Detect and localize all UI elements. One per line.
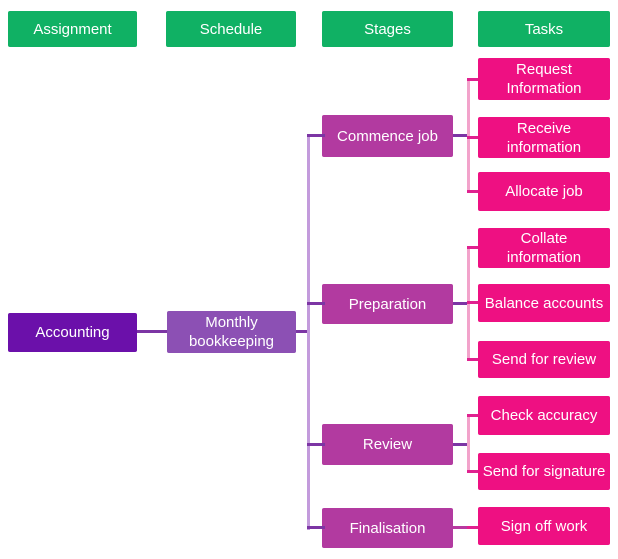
connector-stub-send-for-review [467,358,478,361]
node-task-check-accuracy: Check accuracy [478,396,610,435]
connector-review-tasks-trunk [467,414,470,473]
connector-stub-review [307,443,325,446]
connector-stub-receive-information [467,136,478,139]
connector-stub-finalisation [307,526,325,529]
column-header-stages: Stages [322,11,453,47]
connector-accounting-to-schedule [137,330,167,333]
node-stage-preparation: Preparation [322,284,453,324]
connector-stub-preparation [307,302,325,305]
connector-stub-allocate-job [467,190,478,193]
connector-stub-request-information [467,78,478,81]
column-header-tasks: Tasks [478,11,610,47]
node-stage-review: Review [322,424,453,465]
connector-stub-commence-job [307,134,325,137]
node-task-collate-information: Collate information [478,228,610,268]
node-task-receive-information: Receive information [478,117,610,158]
node-schedule-monthly-bookkeeping: Monthly bookkeeping [167,311,296,353]
connector-stub-check-accuracy [467,414,478,417]
connector-preparation-stub [453,302,468,305]
node-task-balance-accounts: Balance accounts [478,284,610,322]
node-assignment-accounting: Accounting [8,313,137,352]
node-task-allocate-job: Allocate job [478,172,610,211]
node-task-send-for-review: Send for review [478,341,610,378]
node-task-request-information: Request Information [478,58,610,100]
node-stage-commence-job: Commence job [322,115,453,157]
node-task-sign-off-work: Sign off work [478,507,610,545]
node-stage-finalisation: Finalisation [322,508,453,548]
column-header-schedule: Schedule [166,11,296,47]
connector-stub-collate-information [467,246,478,249]
connector-stub-balance-accounts [467,301,478,304]
connector-stages-trunk [307,135,310,530]
node-task-send-for-signature: Send for signature [478,453,610,490]
connector-finalisation-stub [453,526,468,529]
connector-schedule-stub [296,330,309,333]
connector-commence-job-stub [453,134,468,137]
connector-stub-sign-off-work [467,526,478,529]
connector-commence-tasks-trunk [467,78,470,193]
connector-review-stub [453,443,468,446]
connector-stub-send-for-signature [467,470,478,473]
column-header-assignment: Assignment [8,11,137,47]
